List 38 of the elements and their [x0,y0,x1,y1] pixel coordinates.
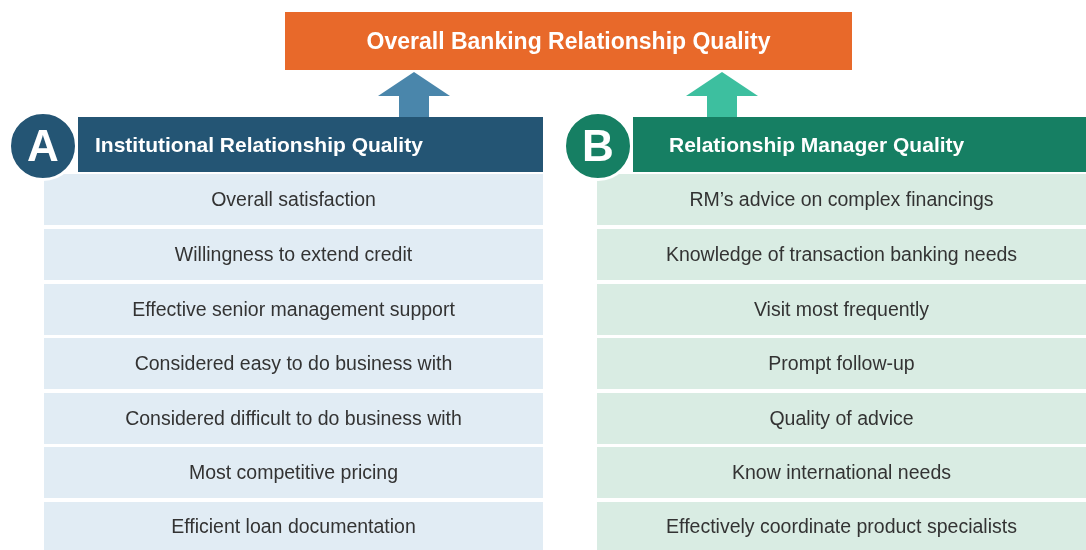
header-bar [633,117,1086,172]
row-text: Considered easy to do business with [134,352,453,375]
row-text: Willingness to extend credit [174,243,413,266]
row-text: Most competitive pricing [188,461,399,484]
header-text: Institutional Relationship Quality [95,132,423,157]
arrow [378,72,450,117]
row-text: RM’s advice on complex financings [689,188,994,211]
list-row [44,284,543,335]
list-row [44,174,543,225]
list-row [597,338,1086,389]
row-text: Overall satisfaction [211,188,376,211]
list-row [44,447,543,498]
row-text: Efficient loan documentation [171,514,416,538]
row-text: Quality of advice [769,407,914,430]
row-text: Knowledge of transaction banking needs [665,243,1018,266]
row-text: Prompt follow-up [768,352,915,375]
list-row [44,229,543,280]
list-row [597,502,1086,550]
row-text: Considered difficult to do business with [125,407,462,430]
list-row [597,284,1086,335]
arrow [686,72,758,117]
letter-label: A [27,121,59,171]
list-row [597,393,1086,444]
header-bar [78,117,543,172]
list-row [597,174,1086,225]
list-row [44,338,543,389]
title-box [285,12,852,70]
row-text: Visit most frequently [753,298,930,321]
title-text: Overall Banking Relationship Quality [366,27,771,55]
header-text: Relationship Manager Quality [669,132,965,157]
letter-label: B [582,121,614,171]
row-text: Effectively coordinate product specialists [666,514,1017,538]
row-text: Know international needs [732,461,951,484]
list-row [44,502,543,550]
row-text: Effective senior management support [132,298,455,321]
list-row [597,447,1086,498]
list-row [44,393,543,444]
list-row [597,229,1086,280]
